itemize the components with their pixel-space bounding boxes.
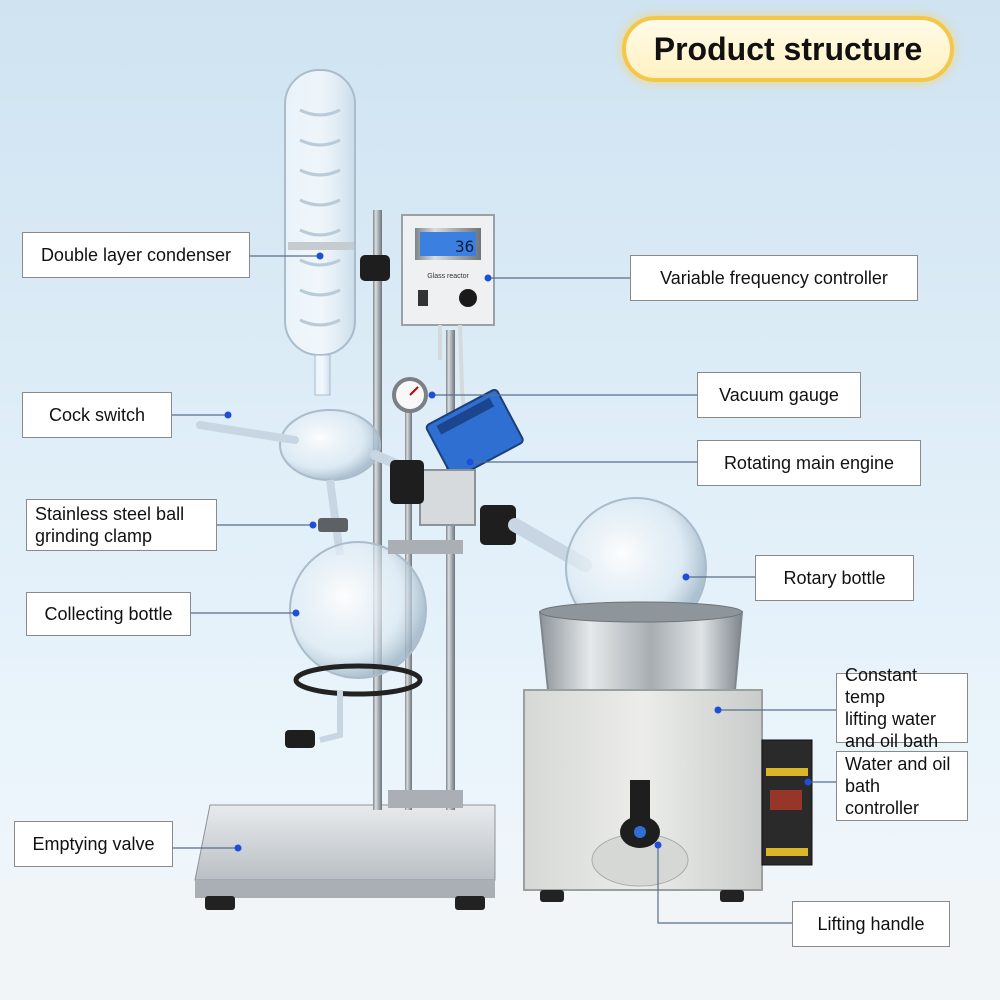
- leader-dot: [234, 844, 242, 852]
- drip-tube: [326, 479, 344, 556]
- bath-foot: [720, 890, 744, 902]
- leader-dot: [654, 841, 662, 849]
- lcd-reading: 36: [455, 237, 474, 256]
- bath-foot: [540, 890, 564, 902]
- condenser-glass: [284, 69, 356, 356]
- leader-dot: [292, 609, 300, 617]
- label-vacuum-gauge: Vacuum gauge: [697, 372, 861, 418]
- condenser-coil: [299, 108, 341, 327]
- rod-clamp: [360, 255, 390, 281]
- label-rotating-main-engine: Rotating main engine: [697, 440, 921, 486]
- lifting-handle-stem: [630, 780, 650, 820]
- rod-cross-clamp: [388, 540, 463, 554]
- label-variable-frequency-controller: Variable frequency controller: [630, 255, 918, 301]
- motor-band: [436, 397, 495, 435]
- base-plate-edge: [195, 880, 495, 898]
- leader-dot: [428, 391, 436, 399]
- motor-assembly: [425, 388, 524, 479]
- motor-body: [425, 388, 524, 479]
- controller-display: [770, 790, 802, 810]
- label-rotary-bottle: Rotary bottle: [755, 555, 914, 601]
- leader-dot: [682, 573, 690, 581]
- cock-tube: [196, 421, 299, 444]
- lcd-screen: [420, 232, 476, 256]
- label-double-layer-condenser: Double layer condenser: [22, 232, 250, 278]
- leader-dots: [224, 252, 812, 852]
- controller-caption: Glass reactor: [427, 273, 469, 280]
- vapor-joint-nut: [390, 460, 424, 504]
- label-lifting-handle: Lifting handle: [792, 901, 950, 947]
- gauge-needle: [409, 386, 419, 396]
- condenser-band: [288, 242, 354, 250]
- leader-dot: [466, 458, 474, 466]
- title-banner: Product structure: [622, 16, 954, 82]
- leader-dot: [484, 274, 492, 282]
- controller-strip: [766, 848, 808, 856]
- handle-cap: [634, 826, 646, 838]
- label-collecting-bottle: Collecting bottle: [26, 592, 191, 636]
- label-emptying-valve: Emptying valve: [14, 821, 173, 867]
- emptying-valve-knob: [285, 730, 315, 748]
- controller-strip: [766, 768, 808, 776]
- base-foot: [205, 896, 235, 910]
- label-bath-controller: Water and oil bath controller: [836, 751, 968, 821]
- label-cock-switch: Cock switch: [22, 392, 172, 438]
- leader-dot: [316, 252, 324, 260]
- collecting-flask: [289, 541, 427, 679]
- power-switch: [418, 290, 428, 306]
- drain-tube: [319, 690, 343, 743]
- label-stainless-steel-clamp: Stainless steel ball grinding clamp: [26, 499, 217, 551]
- rod-base-clamp: [388, 790, 463, 808]
- page-title: Product structure: [653, 30, 923, 67]
- leader-dot: [224, 411, 232, 419]
- speed-knob: [459, 289, 477, 307]
- flask-support-ring: [293, 663, 423, 697]
- motor-housing: [419, 469, 476, 526]
- bath-rim: [539, 601, 743, 623]
- flask-joint-nut: [480, 505, 516, 545]
- leader-lines: [172, 255, 836, 924]
- leader-line-handle: [657, 845, 792, 924]
- bath-pot: [538, 611, 744, 691]
- condenser-neck: [314, 354, 331, 396]
- support-rod: [373, 210, 382, 810]
- leader-dot: [714, 706, 722, 714]
- ball-clamp: [318, 518, 348, 532]
- base-plate: [194, 804, 496, 881]
- leader-dot: [309, 521, 317, 529]
- leader-dot: [804, 778, 812, 786]
- label-constant-temp-bath: Constant temp lifting water and oil bath: [836, 665, 968, 751]
- base-foot: [455, 896, 485, 910]
- distillation-head: [279, 409, 381, 481]
- support-rod: [446, 330, 455, 810]
